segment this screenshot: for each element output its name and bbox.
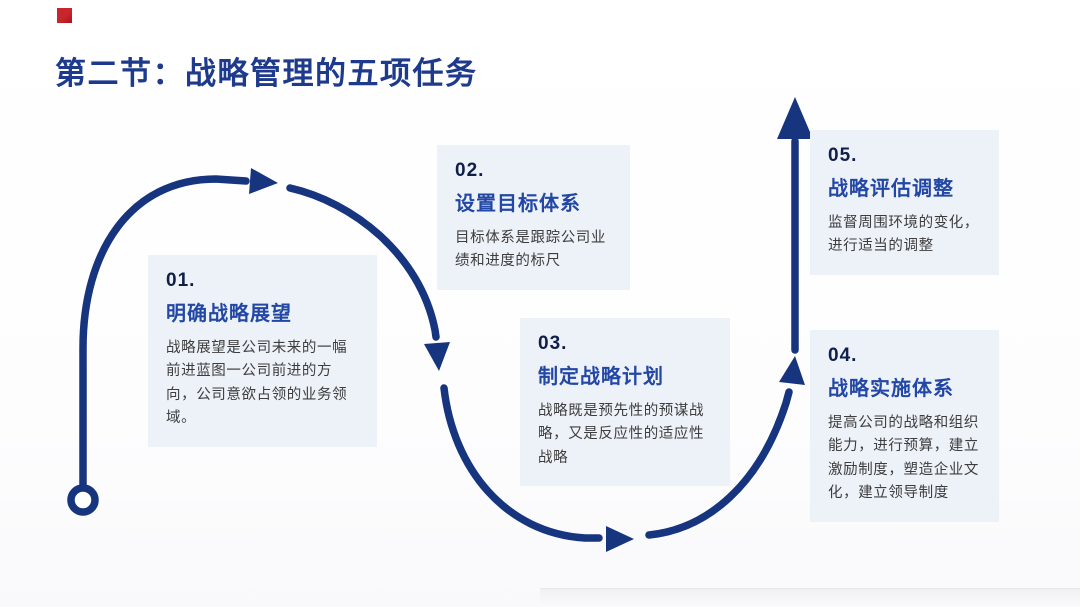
flow-segment-2 [286,184,440,341]
step-title: 设置目标体系 [455,193,581,215]
step-number: 02. [455,160,485,181]
step-title: 制定战略计划 [538,366,664,388]
step-body: 战略展望是公司未来的一幅前进蓝图一公司前进的方向，公司意欲占领的业务领域。 [166,340,348,427]
step-body: 提高公司的战略和组织能力，进行预算，建立激励制度，塑造企业文化，建立领导制度 [828,415,979,502]
flow-segment-1 [79,175,250,488]
flow-segment-3 [440,384,603,542]
step-card-1: 01. 明确战略展望 战略展望是公司未来的一幅前进蓝图一公司前进的方向，公司意欲… [148,255,377,447]
flow-segment-4 [645,388,793,539]
step-number: 03. [538,333,568,354]
step-title: 战略评估调整 [828,178,954,200]
step-card-4: 04. 战略实施体系 提高公司的战略和组织能力，进行预算，建立激励制度，塑造企业… [810,330,999,522]
step-body: 监督周围环境的变化，进行适当的调整 [828,215,979,255]
arrowhead-down [424,342,450,371]
step-body: 战略既是预先性的预谋战略，又是反应性的适应性战略 [538,403,705,466]
red-accent-square [57,8,72,23]
flow-start-ring [67,484,99,516]
arrowhead-up-small [779,356,805,385]
arrowhead-up-big [777,97,813,139]
step-number: 04. [828,345,858,366]
arrowhead-right-1 [249,168,278,194]
arrowhead-right-2 [606,526,634,552]
step-body: 目标体系是跟踪公司业绩和进度的标尺 [455,230,606,270]
step-number: 01. [166,270,196,291]
step-card-3: 03. 制定战略计划 战略既是预先性的预谋战略，又是反应性的适应性战略 [520,318,730,487]
bottom-edge-shade [540,588,1080,607]
step-title: 战略实施体系 [828,378,954,400]
step-card-2: 02. 设置目标体系 目标体系是跟踪公司业绩和进度的标尺 [437,145,630,290]
step-number: 05. [828,145,858,166]
step-card-5: 05. 战略评估调整 监督周围环境的变化，进行适当的调整 [810,130,999,275]
step-title: 明确战略展望 [166,303,292,325]
slide-title: 第二节：战略管理的五项任务 [55,56,478,91]
